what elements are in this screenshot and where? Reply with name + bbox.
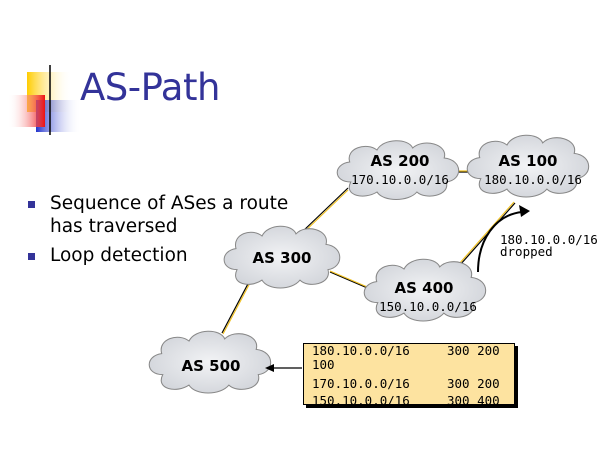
route-as-path: 300 400: [447, 393, 500, 405]
route-table: 180.10.0.0/16 300 200 100 170.10.0.0/16 30…: [303, 343, 515, 405]
route-as-path: 300 200: [447, 376, 500, 391]
cloud-as400-network: 150.10.0.0/16: [379, 299, 477, 314]
route-prefix: 170.10.0.0/16: [312, 376, 410, 391]
arrow-to-as500: [265, 364, 302, 372]
bullet-list: Sequence of ASes a route has traversed L…: [28, 192, 305, 273]
cloud-as300-name: AS 300: [253, 249, 312, 267]
cloud-as100-name: AS 100: [499, 152, 558, 170]
cloud-as200-name: AS 200: [371, 152, 430, 170]
link-as300-as200: [301, 187, 349, 233]
link-as300-as400: [329, 271, 373, 291]
route-prefix: 150.10.0.0/16: [312, 393, 410, 405]
route-as-path-cont: 100: [312, 357, 335, 372]
table-row: 150.10.0.0/16 300 400: [304, 394, 514, 405]
bullet-text: Sequence of ASes a route has traversed: [50, 193, 289, 237]
table-row: 170.10.0.0/16 300 200: [304, 377, 514, 391]
table-row: 180.10.0.0/16 300 200: [304, 344, 514, 358]
bullet-item: Sequence of ASes a route has traversed: [28, 192, 305, 238]
table-row-continuation: 100: [304, 358, 514, 372]
route-as-path: 300 200: [447, 343, 500, 358]
dropped-status: dropped: [500, 244, 553, 259]
bullet-item: Loop detection: [28, 244, 305, 267]
bullet-icon: [28, 201, 35, 208]
cloud-as200-network: 170.10.0.0/16: [351, 172, 449, 187]
dropped-network: 180.10.0.0/16: [500, 232, 598, 247]
bullet-text: Loop detection: [50, 245, 188, 266]
bullet-icon: [28, 253, 35, 260]
logo-decoration: [8, 65, 230, 135]
cloud-as100-network: 180.10.0.0/16: [484, 172, 582, 187]
page-title: AS-Path: [80, 66, 220, 109]
route-prefix: 180.10.0.0/16: [312, 343, 410, 358]
cloud-as200: [336, 140, 460, 201]
cloud-as500-name: AS 500: [182, 357, 241, 375]
cloud-as400-name: AS 400: [395, 279, 454, 297]
link-as300-as500: [221, 279, 251, 334]
dropped-arrow: [477, 205, 530, 273]
